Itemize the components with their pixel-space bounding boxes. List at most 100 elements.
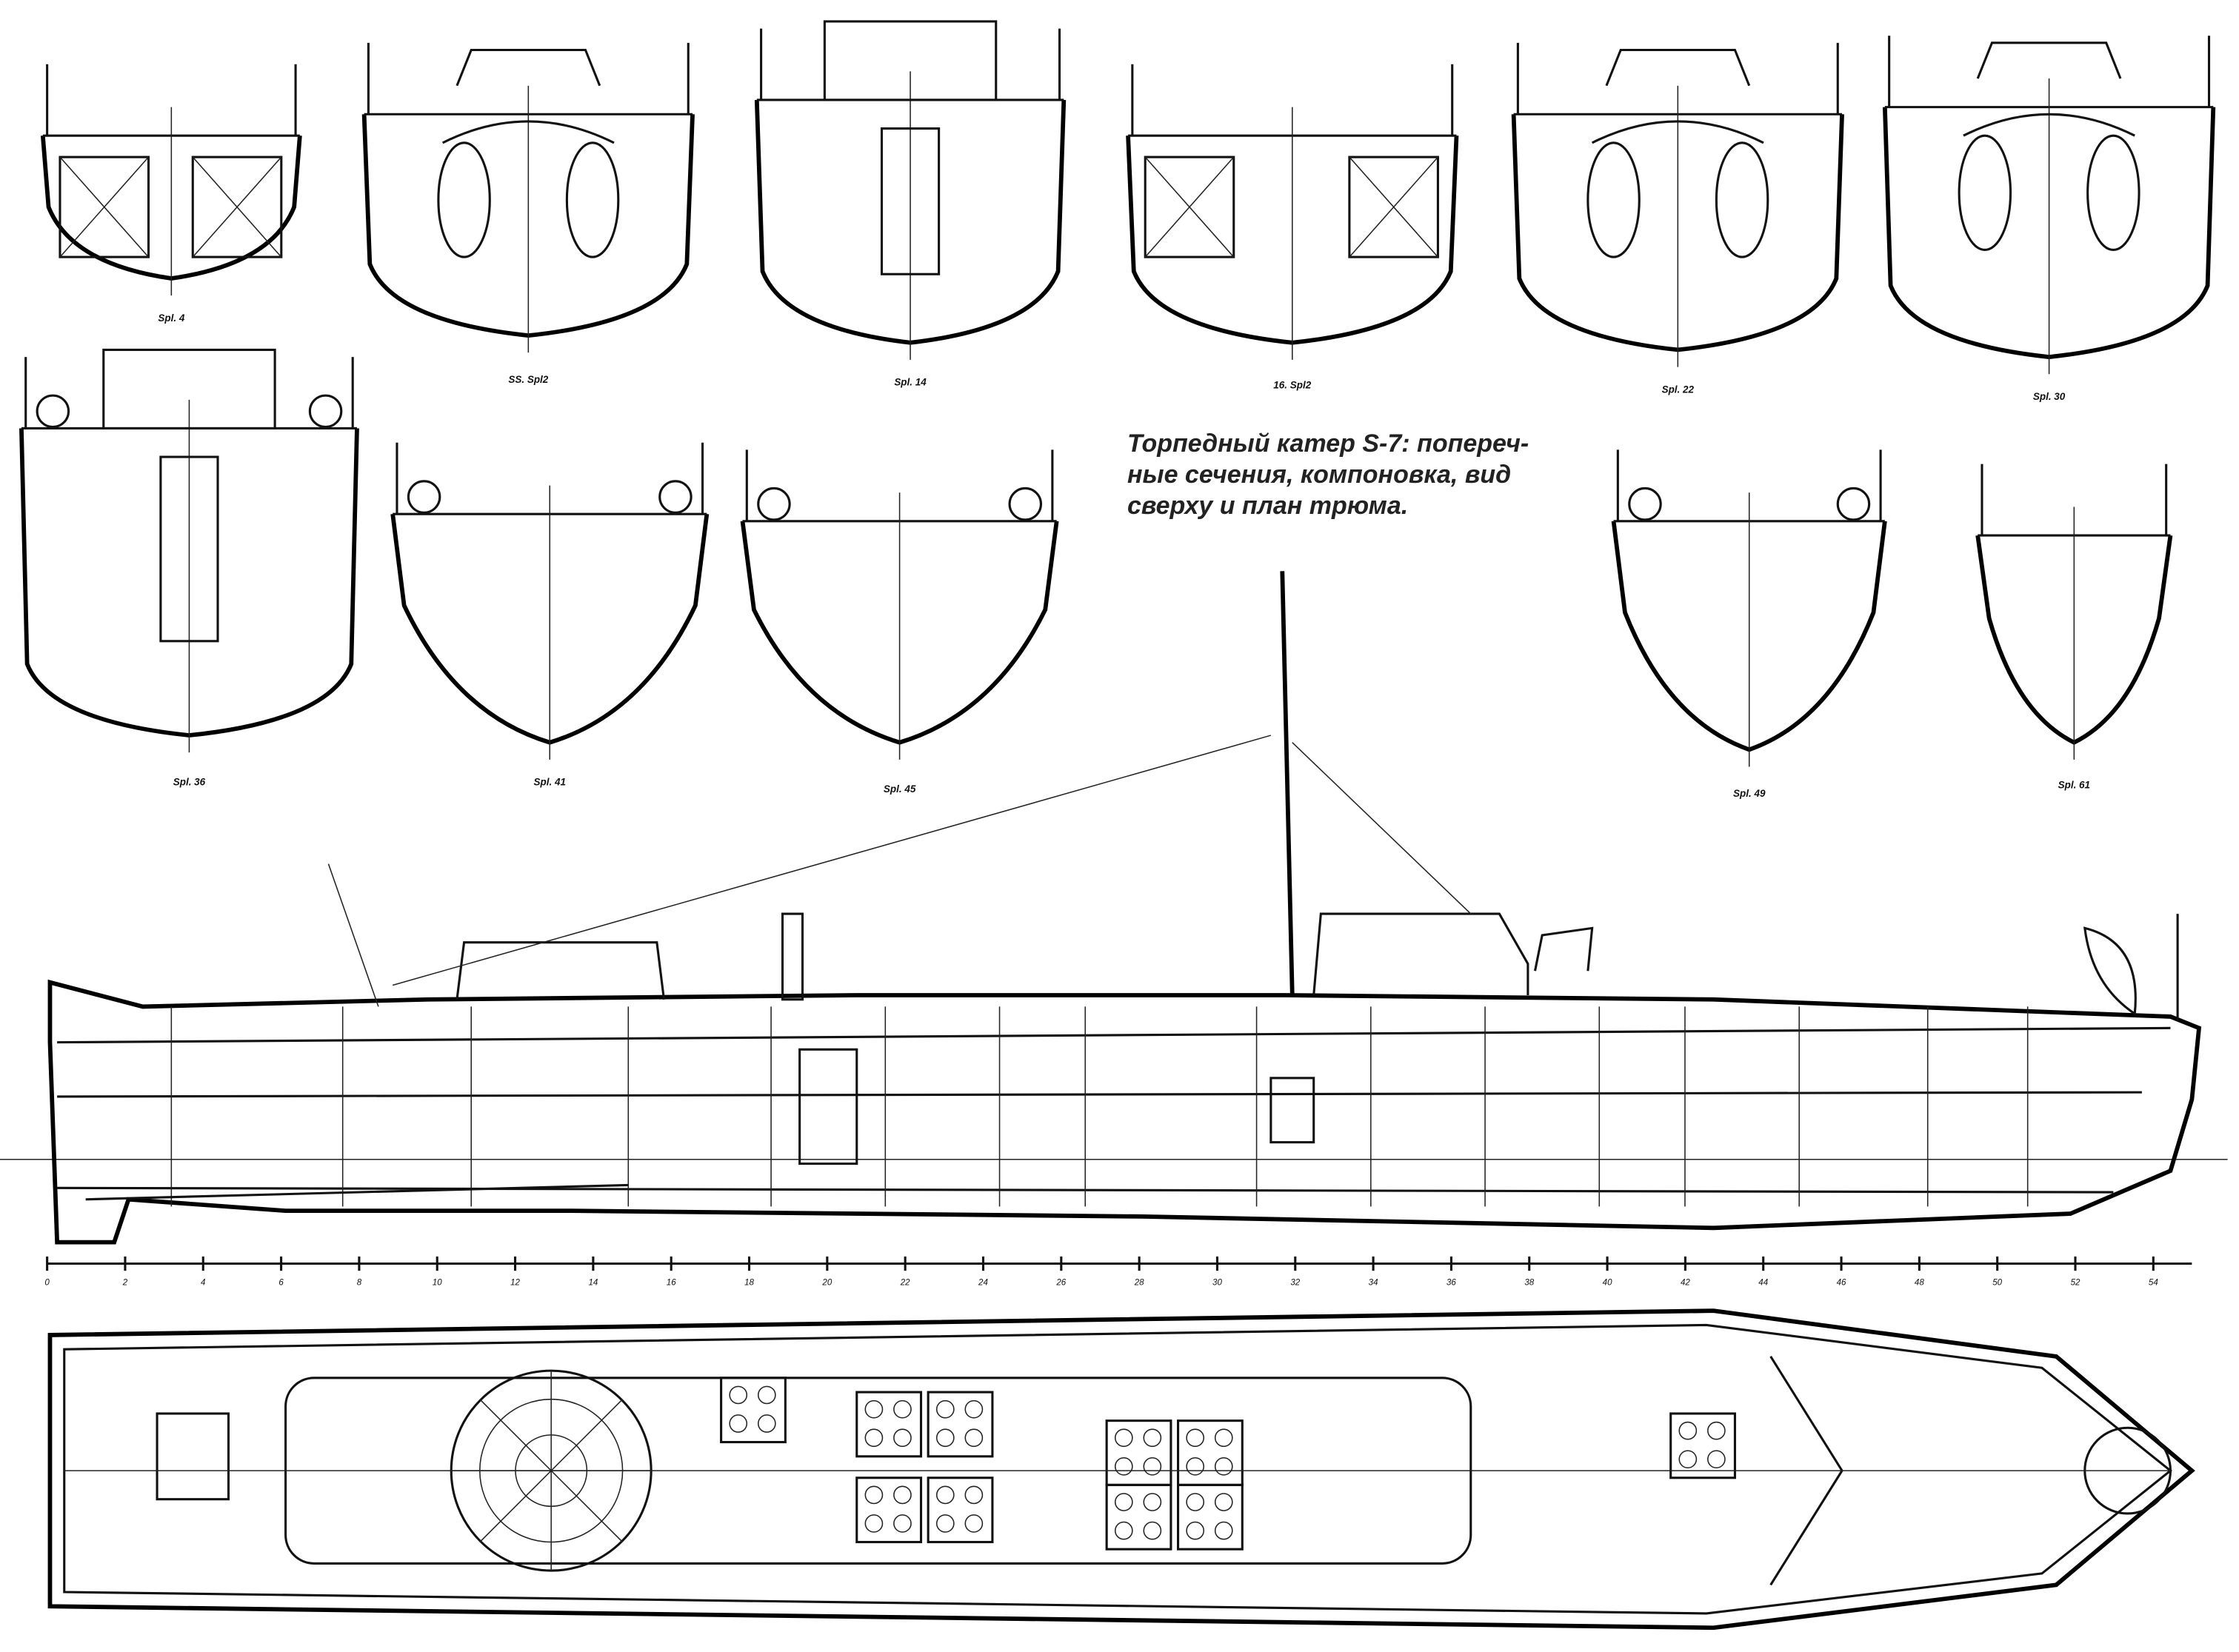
scale-label: 20 (821, 1278, 832, 1287)
scale-label: 54 (2149, 1278, 2158, 1287)
section-spl-14: Spl. 14 (754, 20, 1067, 388)
engine-casing (456, 48, 601, 87)
tank (59, 155, 150, 258)
scale-label: 52 (2071, 1278, 2080, 1287)
canister (729, 1385, 748, 1405)
life-ring (308, 394, 343, 429)
canister (1186, 1428, 1205, 1448)
canister (964, 1399, 984, 1419)
rack (720, 1377, 787, 1444)
canister (1143, 1428, 1162, 1448)
canister (1114, 1457, 1133, 1476)
canister (964, 1485, 984, 1505)
canister (1114, 1428, 1133, 1448)
scale-label: 2 (122, 1278, 128, 1287)
section-label: Spl. 22 (1662, 384, 1695, 395)
canister (1186, 1521, 1205, 1540)
engine-casing (1976, 41, 2122, 79)
rack (1177, 1483, 1244, 1551)
canister (1707, 1421, 1726, 1440)
scale-label: 12 (510, 1278, 520, 1287)
ladder (880, 127, 941, 275)
life-ring (36, 394, 70, 429)
scale-label: 30 (1212, 1278, 1222, 1287)
rack (1105, 1483, 1172, 1551)
section-label: Spl. 49 (1733, 788, 1766, 799)
ventilator (781, 912, 804, 1001)
tank (191, 155, 283, 258)
canister (893, 1485, 912, 1505)
canister (964, 1428, 984, 1448)
canister (1186, 1493, 1205, 1511)
bridge-screen (1534, 926, 1594, 972)
scale-label: 32 (1290, 1278, 1300, 1287)
section-spl-41: Spl. 41 (390, 442, 710, 788)
engine (2086, 134, 2140, 251)
canister (935, 1399, 955, 1419)
canister (1143, 1521, 1162, 1540)
scale-label: 34 (1369, 1278, 1378, 1287)
canister (893, 1514, 912, 1533)
section-spl-49: Spl. 49 (1611, 449, 1887, 799)
canister (1214, 1493, 1233, 1511)
section-spl-36: Spl. 36 (19, 348, 359, 788)
exhaust-pipe (1963, 113, 2135, 137)
scale-label: 14 (588, 1278, 598, 1287)
engine (437, 141, 491, 258)
wheelhouse (1312, 912, 1529, 996)
canister (1143, 1493, 1162, 1511)
engine (1586, 141, 1641, 258)
scale-label: 10 (433, 1278, 442, 1287)
scale-label: 16 (667, 1278, 676, 1287)
plan-outline (47, 1308, 2195, 1631)
life-ring (1008, 486, 1043, 521)
rack (1105, 1419, 1172, 1486)
side-profile (0, 571, 2228, 1245)
deck-line (57, 1026, 2171, 1044)
rack (1177, 1419, 1244, 1486)
ladder (159, 455, 219, 643)
propeller-shaft (85, 1183, 629, 1201)
section-label: Spl. 45 (884, 783, 916, 795)
canister (757, 1385, 776, 1405)
scale-label: 48 (1915, 1278, 1924, 1287)
engine-block-2 (1269, 1077, 1315, 1144)
scale-label: 24 (978, 1278, 988, 1287)
canister (1214, 1457, 1233, 1476)
aft-deckhouse (456, 941, 666, 1000)
aft-pole (327, 863, 379, 1007)
section-label: Spl. 14 (894, 377, 927, 388)
top-plan (47, 1308, 2195, 1631)
scale-label: 26 (1055, 1278, 1066, 1287)
tank (1348, 155, 1439, 258)
scale-label: 38 (1524, 1278, 1534, 1287)
canister (935, 1514, 955, 1533)
aerial-wire (392, 735, 1272, 986)
deckhouse (102, 348, 276, 430)
engine-block-1 (798, 1048, 858, 1166)
mast (1280, 571, 1295, 996)
caption: Торпедный катер S-7: попереч- ные сечени… (1127, 428, 1542, 521)
section-label: 16. Spl2 (1273, 379, 1311, 390)
scale-label: 42 (1681, 1278, 1690, 1287)
deckhouse (823, 20, 998, 101)
section-spl-22: Spl. 22 (1511, 42, 1844, 395)
section-ss-spl2: SS. Spl2 (361, 42, 695, 385)
bulkheads (170, 1006, 2029, 1207)
rack (927, 1477, 994, 1544)
section-16-spl2: 16. Spl2 (1126, 64, 1459, 390)
canister (864, 1485, 884, 1505)
engine (1958, 134, 2012, 251)
life-ring (658, 480, 693, 514)
caption-line: Торпедный катер S-7: попереч- (1127, 429, 1529, 458)
hull-outline (47, 979, 2202, 1245)
caption-line: сверху и план трюма. (1127, 492, 1409, 520)
canister (864, 1428, 884, 1448)
section-label: Spl. 4 (158, 312, 184, 324)
scale-label: 0 (44, 1278, 50, 1287)
scale-label: 50 (1992, 1278, 2002, 1287)
canister (1678, 1421, 1698, 1440)
life-ring (1836, 486, 1871, 521)
canister (1707, 1450, 1726, 1469)
